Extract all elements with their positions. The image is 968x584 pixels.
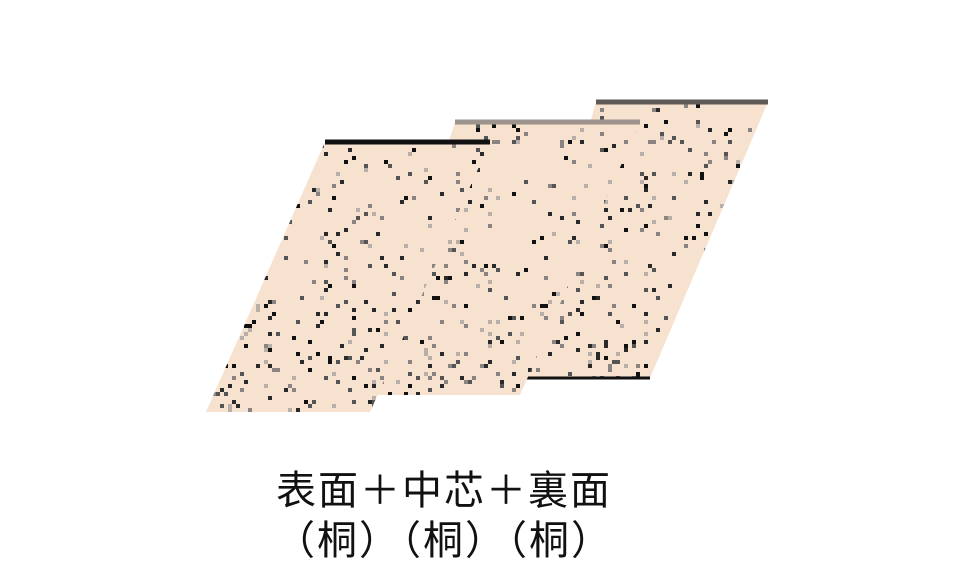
layer-face-panel [206, 139, 490, 412]
caption-materials: （桐）（桐）（桐） [275, 518, 613, 564]
caption-layer-names: 表面＋中芯＋裏面 [276, 468, 612, 514]
plywood-layers-illustration [206, 99, 768, 412]
